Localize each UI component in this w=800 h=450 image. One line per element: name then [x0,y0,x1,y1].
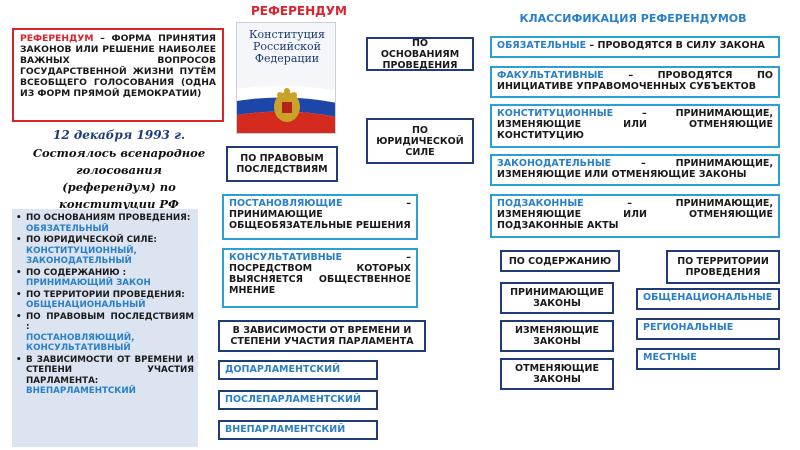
type-post-parliamentary: ПОСЛЕПАРЛАМЕНТСКИЙ [218,390,378,410]
criterion-grounds: ПО ОСНОВАНИЯМ ПРОВЕДЕНИЯ [366,37,474,71]
type-adopting: ПРИНИМАЮЩИЕ ЗАКОНЫ [500,282,614,314]
type-constitutional-text: – ПРИНИМАЮЩИЕ, ИЗМЕНЯЮЩИЕ ИЛИ ОТМЕНЯЮЩИЕ… [497,108,773,141]
definition-text: – ФОРМА ПРИНЯТИЯ ЗАКОНОВ ИЛИ РЕШЕНИЕ НАИ… [20,33,216,99]
type-consultative-text: – ПОСРЕДСТВОМ КОТОРЫХ ВЫЯСНЯЕТСЯ ОБЩЕСТВ… [229,252,411,296]
constitution-cover-image: Конституция Российской Федерации [236,22,336,134]
criterion-content: ПО СОДЕРЖАНИЮ [500,250,620,272]
type-resolving-text: – ПРИНИМАЮЩИЕ ОБЩЕОБЯЗАТЕЛЬНЫЕ РЕШЕНИЯ [229,198,411,231]
criterion-parliament: В ЗАВИСИМОСТИ ОТ ВРЕМЕНИ И СТЕПЕНИ УЧАСТ… [218,320,426,352]
history-caption-line1: Состоялось всенародное [32,146,206,160]
type-amending: ИЗМЕНЯЮЩИЕ ЗАКОНЫ [500,320,614,352]
type-resolving-term: ПОСТАНОВЛЯЮЩИЕ [229,198,343,209]
type-mandatory-text: – ПРОВОДЯТСЯ В СИЛУ ЗАКОНА [586,40,765,51]
russian-flag-emblem-icon [237,85,335,133]
history-caption-line2: голосования [76,163,162,177]
constitution-title-line2: Российской [253,40,321,53]
type-optional-text: – ПРОВОДЯТСЯ ПО ИНИЦИАТИВЕ УПРАВОМОЧЕННЫ… [497,70,773,92]
criterion-legal-consequences: ПО ПРАВОВЫМ ПОСЛЕДСТВИЯМ [226,146,338,182]
history-caption-line4: конституции РФ [59,197,179,211]
type-regional: РЕГИОНАЛЬНЫЕ [636,318,780,340]
type-legislative-text: – ПРИНИМАЮЩИЕ, ИЗМЕНЯЮЩИЕ ИЛИ ОТМЕНЯЮЩИЕ… [497,158,773,180]
summary-item-content: ПО СОДЕРЖАНИЮ :ПРИНИМАЮЩИЙ ЗАКОН [16,268,194,289]
type-national: ОБЩЕНАЦИОНАЛЬНЫЕ [636,288,780,310]
type-repealing: ОТМЕНЯЮЩИЕ ЗАКОНЫ [500,358,614,390]
summary-item-parliament: В ЗАВИСИМОСТИ ОТ ВРЕМЕНИ И СТЕПЕНИ УЧАСТ… [16,355,194,397]
type-local: МЕСТНЫЕ [636,348,780,370]
summary-item-territory: ПО ТЕРРИТОРИИ ПРОВЕДЕНИЯ:ОБЩЕНАЦИОНАЛЬНЫ… [16,290,194,311]
summary-item-legal-force: ПО ЮРИДИЧЕСКОЙ СИЛЕ:КОНСТИТУЦИОННЫЙ, ЗАК… [16,235,194,267]
type-extra-parliamentary: ВНЕПАРЛАМЕНТСКИЙ [218,420,378,440]
type-consultative: КОНСУЛЬТАТИВНЫЕ – ПОСРЕДСТВОМ КОТОРЫХ ВЫ… [222,248,418,308]
summary-item-grounds: ПО ОСНОВАНИЯМ ПРОВЕДЕНИЯ:ОБЯЗАТЕЛЬНЫЙ [16,213,194,234]
constitution-cover-title: Конституция Российской Федерации [237,28,335,65]
type-mandatory-term: ОБЯЗАТЕЛЬНЫЕ [497,40,587,51]
constitution-title-line1: Конституция [249,28,325,41]
type-pre-parliamentary: ДОПАРЛАМЕНТСКИЙ [218,360,378,380]
type-resolving: ПОСТАНОВЛЯЮЩИЕ – ПРИНИМАЮЩИЕ ОБЩЕОБЯЗАТЕ… [222,194,418,240]
type-legislative-term: ЗАКОНОДАТЕЛЬНЫЕ [497,158,612,169]
criterion-territory: ПО ТЕРРИТОРИИ ПРОВЕДЕНИЯ [666,250,780,284]
type-optional-term: ФАКУЛЬТАТИВНЫЕ [497,70,604,81]
type-consultative-term: КОНСУЛЬТАТИВНЫЕ [229,252,343,263]
summary-item-consequences: ПО ПРАВОВЫМ ПОСЛЕДСТВИЯМ :ПОСТАНОВЛЯЮЩИЙ… [16,312,194,354]
type-constitutional-term: КОНСТИТУЦИОННЫЕ [497,108,614,119]
type-constitutional: КОНСТИТУЦИОННЫЕ – ПРИНИМАЮЩИЕ, ИЗМЕНЯЮЩИ… [490,104,780,148]
type-optional: ФАКУЛЬТАТИВНЫЕ – ПРОВОДЯТСЯ ПО ИНИЦИАТИВ… [490,66,780,98]
history-caption: Состоялось всенародное голосования (рефе… [14,145,224,213]
history-caption-line3: (референдум) по [62,180,176,194]
criterion-legal-force: ПО ЮРИДИЧЕСКОЙ СИЛЕ [366,118,474,164]
classification-title: КЛАССИФИКАЦИЯ РЕФЕРЕНДУМОВ [519,12,747,25]
summary-list: ПО ОСНОВАНИЯМ ПРОВЕДЕНИЯ:ОБЯЗАТЕЛЬНЫЙ ПО… [16,213,194,397]
coat-of-arms-icon [274,88,300,122]
type-sublegislative-term: ПОДЗАКОННЫЕ [497,198,584,209]
history-date: 12 декабря 1993 г. [52,128,186,142]
type-sublegislative-text: – ПРИНИМАЮЩИЕ, ИЗМЕНЯЮЩИЕ ИЛИ ОТМЕНЯЮЩИЕ… [497,198,773,231]
constitution-title-line3: Федерации [254,52,320,65]
definition-term: РЕФЕРЕНДУМ [20,33,94,44]
summary-panel: ПО ОСНОВАНИЯМ ПРОВЕДЕНИЯ:ОБЯЗАТЕЛЬНЫЙ ПО… [12,209,198,447]
page-title: РЕФЕРЕНДУМ [250,4,347,18]
definition-box: РЕФЕРЕНДУМ – ФОРМА ПРИНЯТИЯ ЗАКОНОВ ИЛИ … [12,28,224,122]
type-sublegislative: ПОДЗАКОННЫЕ – ПРИНИМАЮЩИЕ, ИЗМЕНЯЮЩИЕ ИЛ… [490,194,780,238]
type-legislative: ЗАКОНОДАТЕЛЬНЫЕ – ПРИНИМАЮЩИЕ, ИЗМЕНЯЮЩИ… [490,154,780,186]
type-mandatory: ОБЯЗАТЕЛЬНЫЕ – ПРОВОДЯТСЯ В СИЛУ ЗАКОНА [490,36,780,58]
